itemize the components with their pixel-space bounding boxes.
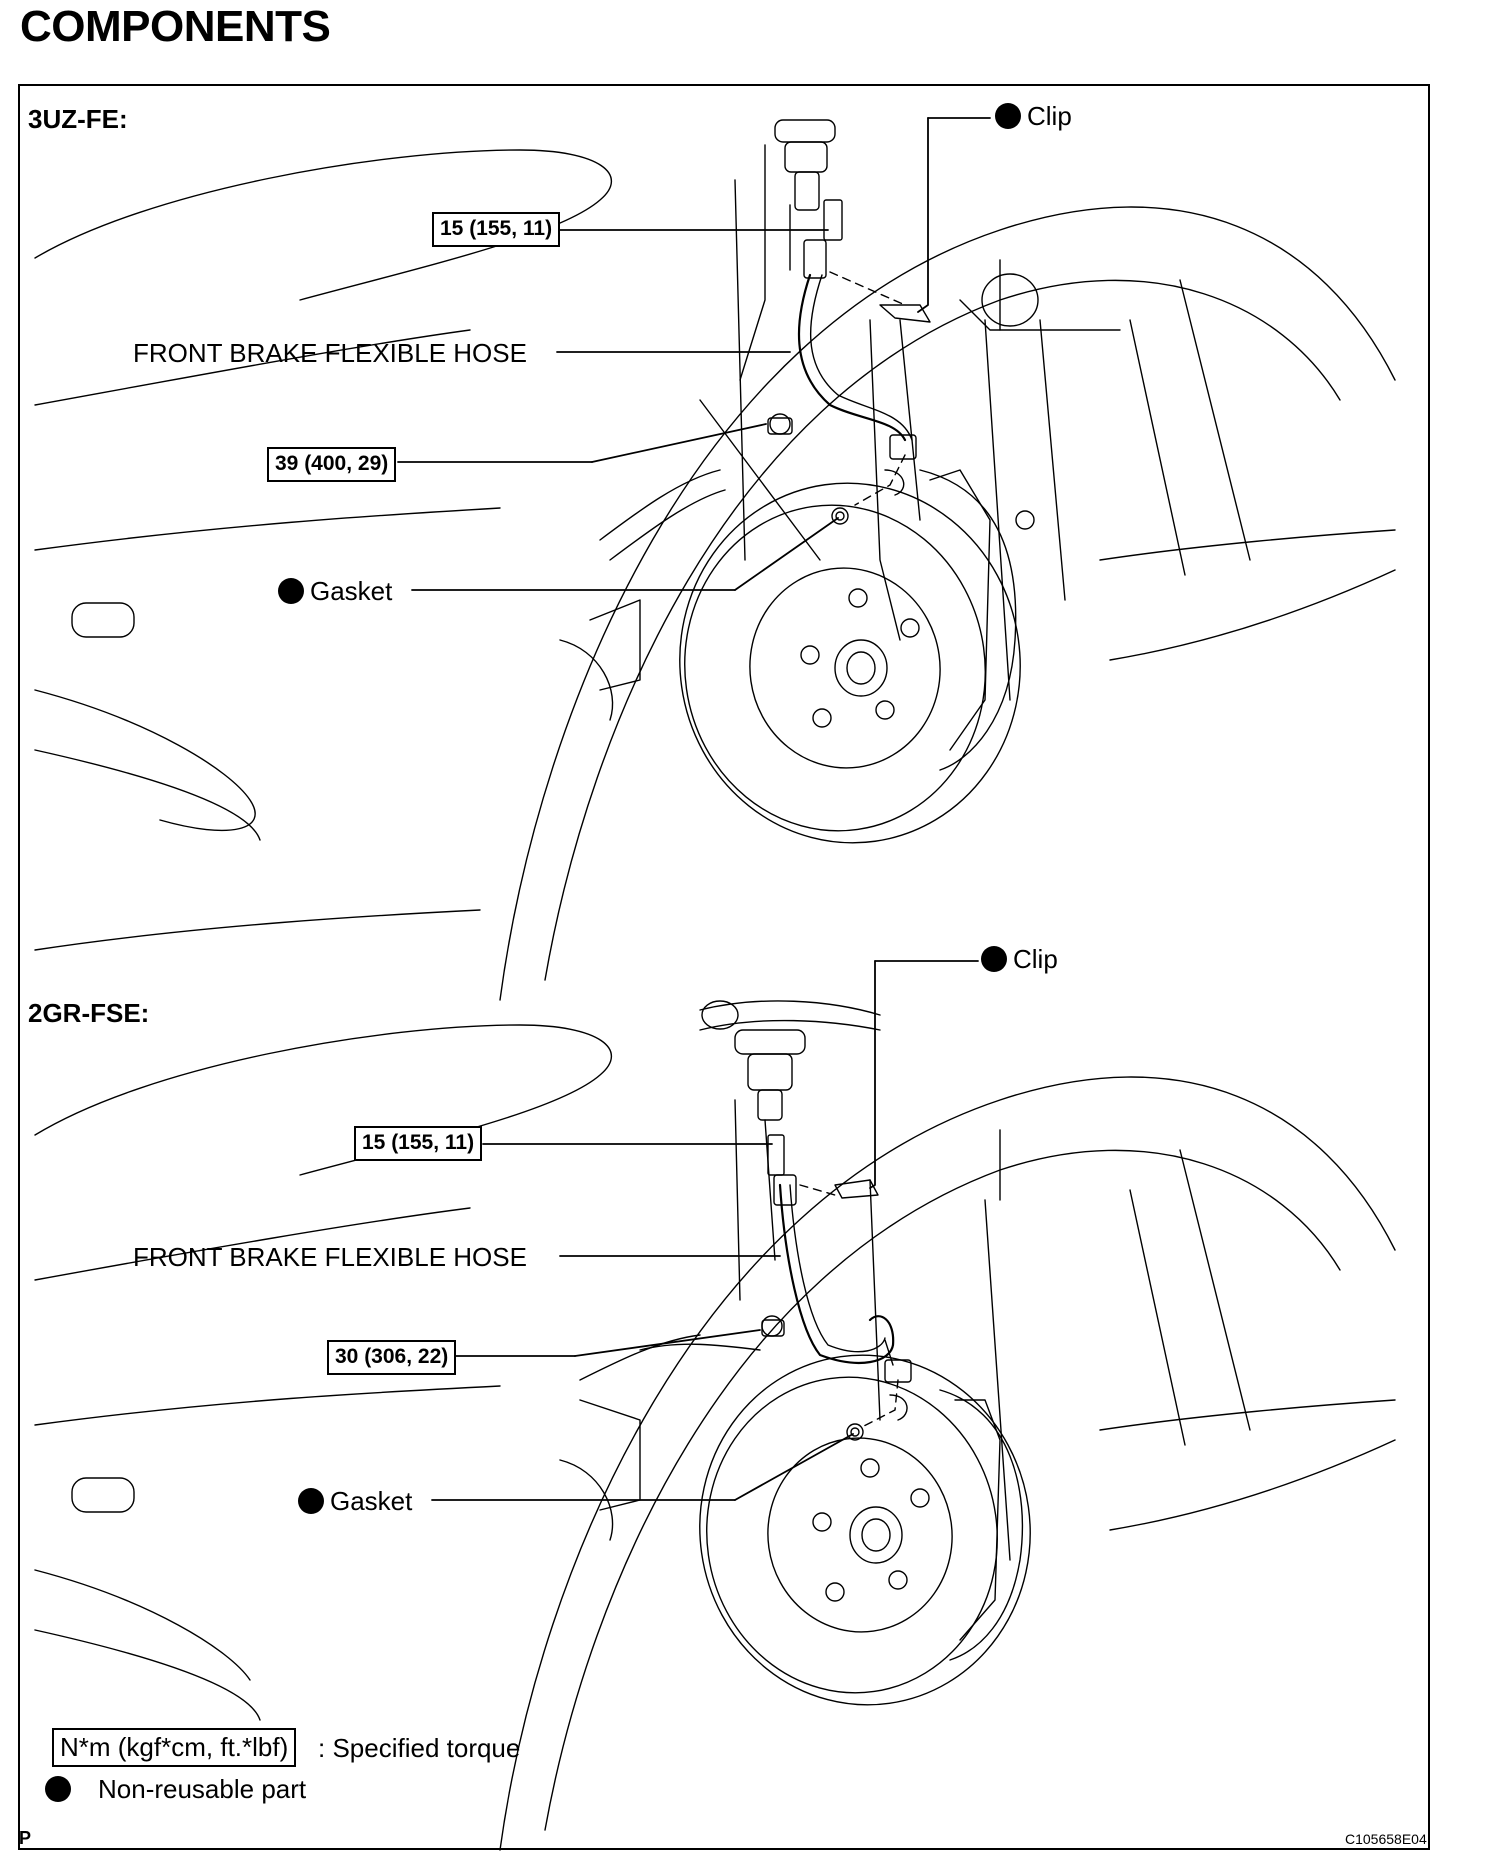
corner-letter: P [19,1828,32,1848]
engine-label-3uz-fe: 3UZ-FE: [28,104,128,134]
torque-unit-box: N*m (kgf*cm, ft.*lbf) [52,1728,297,1767]
gasket-callout: Gasket [278,576,392,607]
torque-bracket-bolt: 39 (400, 29) [267,447,397,482]
clip-callout: Clip [981,944,1058,975]
non-reusable-dot-icon [981,946,1007,972]
section-1-drawing [34,117,1396,1001]
clip-callout: Clip [995,101,1072,132]
nonreusable-legend [45,1774,77,1805]
hose-label: FRONT BRAKE FLEXIBLE HOSE [133,338,527,368]
clip-label: Clip [1013,944,1058,974]
gasket-callout: Gasket [298,1486,412,1517]
engine-label-2gr-fse: 2GR-FSE: [28,998,150,1028]
torque-union-bolt: 15 (155, 11) [354,1126,483,1161]
non-reusable-dot-icon [298,1488,324,1514]
page-title: COMPONENTS [20,2,331,51]
non-reusable-dot-icon [995,103,1021,129]
clip-label: Clip [1027,101,1072,131]
non-reusable-dot-icon [278,578,304,604]
figure-code: C105658E04 [1345,1831,1427,1847]
torque-legend-text: : Specified torque [318,1733,521,1763]
gasket-label: Gasket [310,576,393,606]
section-2-drawing [34,960,1396,1851]
torque-union-bolt: 15 (155, 11) [432,212,561,247]
non-reusable-dot-icon [45,1776,71,1802]
torque-bracket-bolt: 30 (306, 22) [327,1340,457,1375]
diagram-frame [18,84,1430,1850]
gasket-label: Gasket [330,1486,413,1516]
nonreusable-legend-text: Non-reusable part [98,1774,307,1804]
hose-label: FRONT BRAKE FLEXIBLE HOSE [133,1242,527,1272]
